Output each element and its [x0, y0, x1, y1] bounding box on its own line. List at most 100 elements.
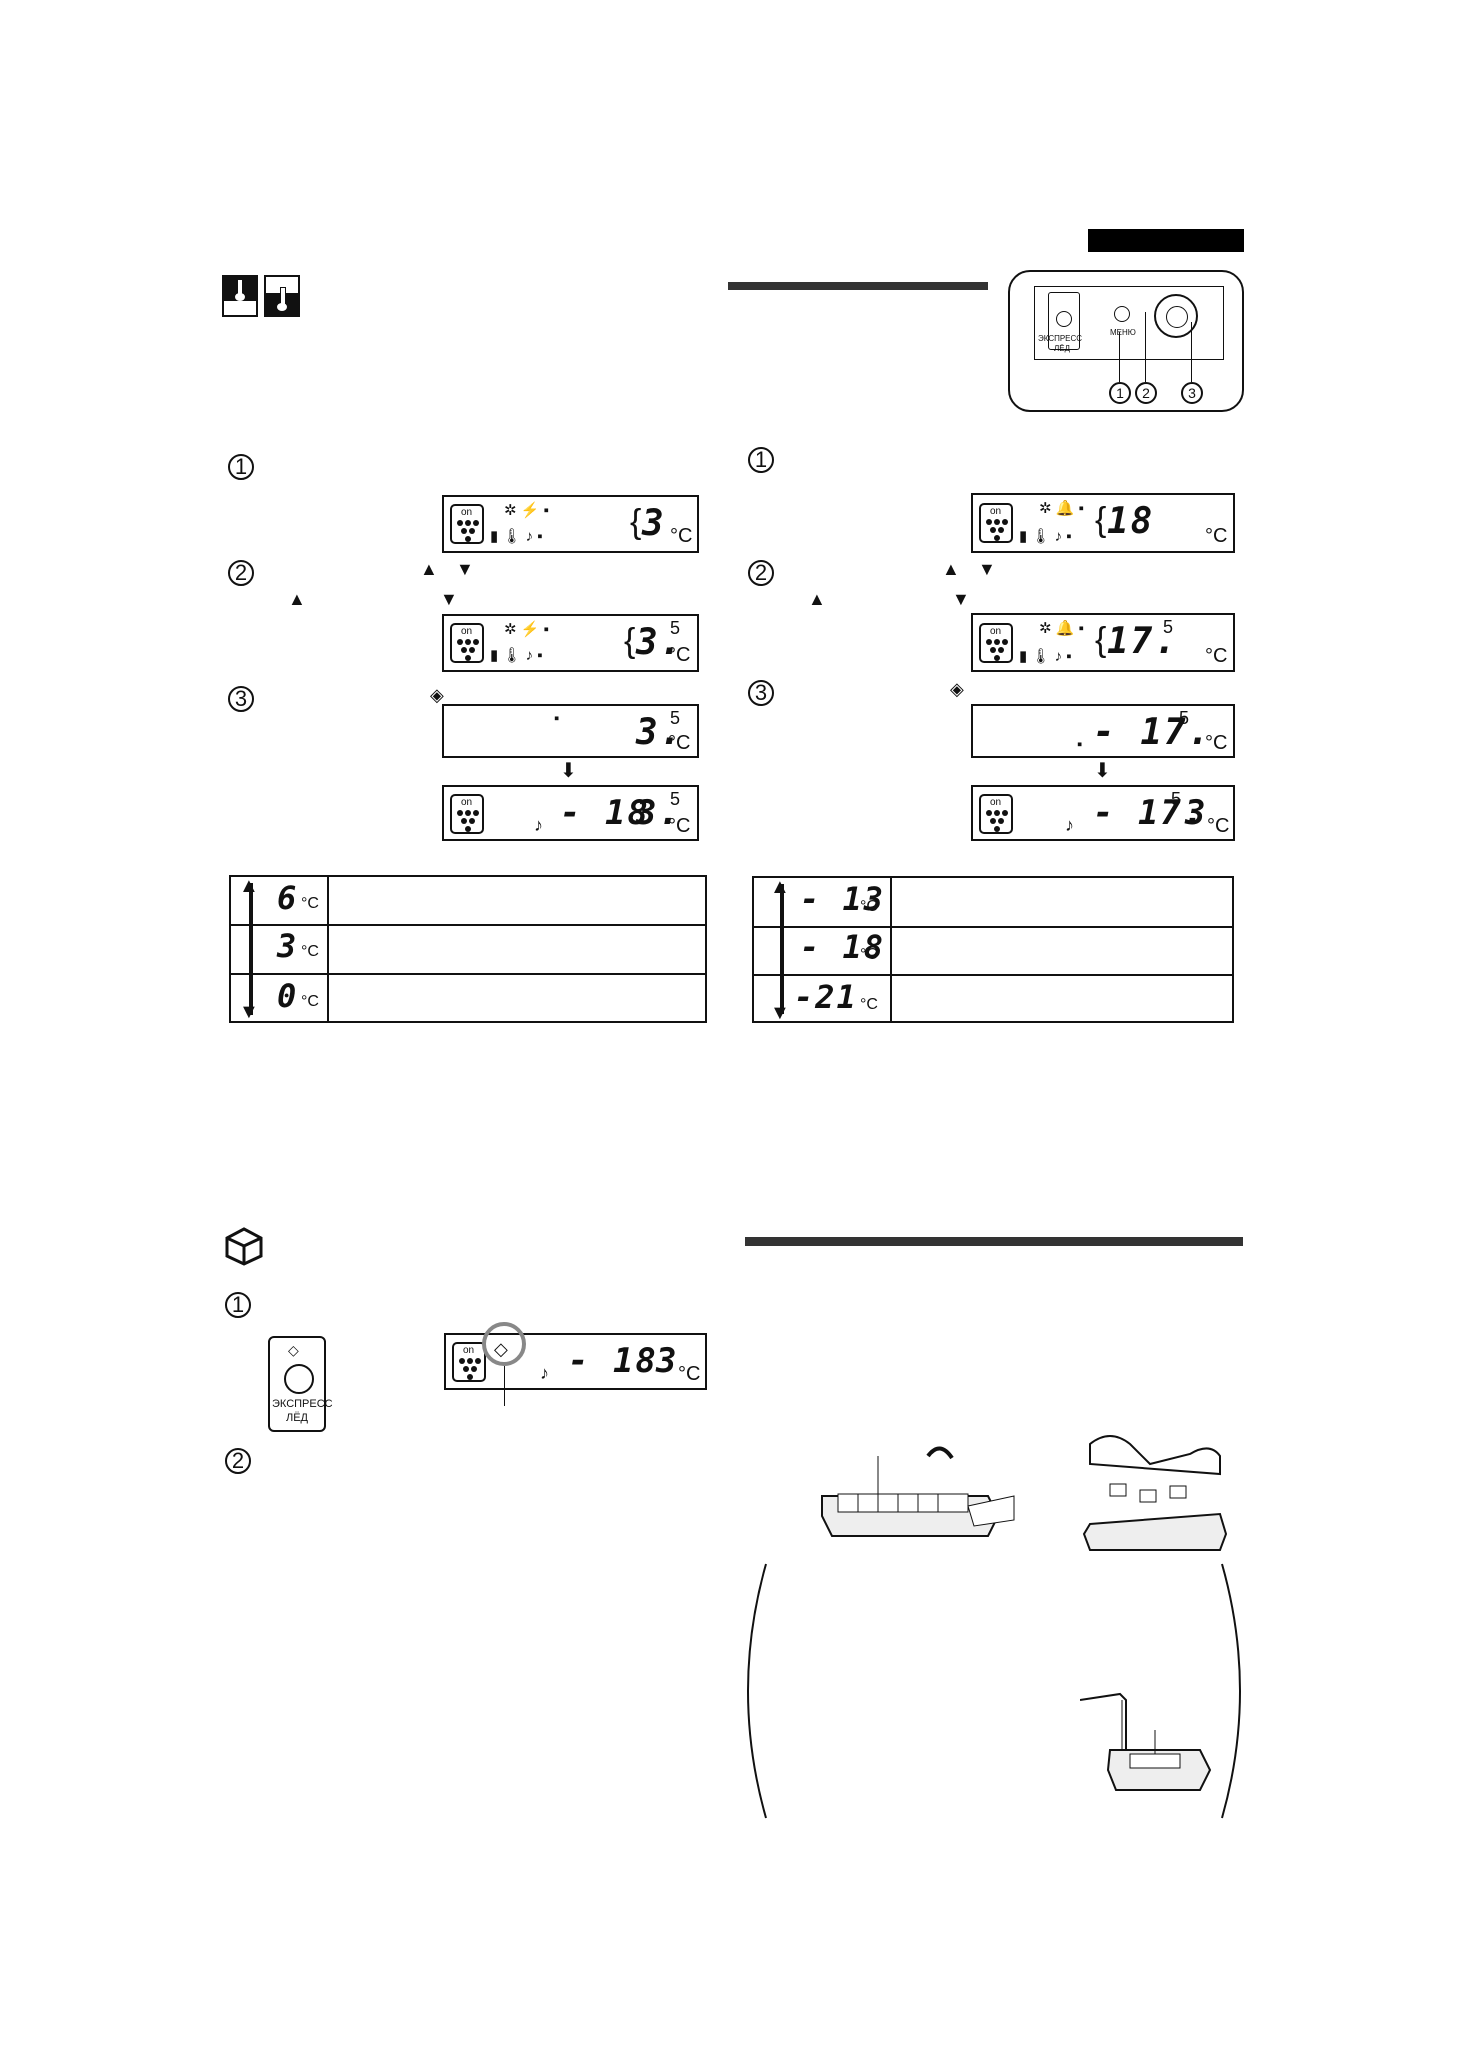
- table-unit: °C: [301, 895, 319, 912]
- table-value: - 18: [800, 928, 886, 966]
- fridge-lcd-4: on ♪ - 18 3. 5 °C: [442, 785, 699, 841]
- up-arrow-icon: ▲: [288, 589, 306, 609]
- flash-mark: {: [1095, 501, 1107, 539]
- fridge-step-1: 1: [228, 454, 254, 480]
- enter-icon: ◈: [430, 685, 444, 705]
- express-ice-button[interactable]: [1048, 292, 1080, 350]
- table-value: 6: [277, 879, 299, 917]
- freezer-temperature-table: ▲ ▼ - 13 °C - 18 °C -21 °C: [752, 876, 1234, 1024]
- ice-step-2: 2: [225, 1448, 251, 1474]
- express-ice-button[interactable]: ◇ ЭКСПРЕСС ЛЁД: [268, 1336, 333, 1432]
- status-icons: ✲ 🔔 ▪: [1039, 620, 1084, 637]
- header-tab: [1088, 229, 1244, 252]
- callout-1: 1: [1109, 382, 1131, 404]
- table-value: - 13: [800, 880, 886, 918]
- control-panel-inner: [1034, 286, 1224, 360]
- menu-label: МЕНЮ: [1110, 328, 1136, 337]
- status-icons-lower: ▮ 🌡 ♪ ▪: [1019, 648, 1072, 665]
- flash-mark: {: [624, 622, 636, 660]
- status-icons: ✲ 🔔 ▪: [1039, 500, 1084, 517]
- table-value: -21: [794, 978, 858, 1016]
- menu-button[interactable]: [1114, 306, 1130, 322]
- dial-button[interactable]: [1154, 294, 1198, 338]
- ice-cube-icon: ◇: [288, 1342, 299, 1358]
- fraction: 5: [1163, 617, 1174, 637]
- table-unit: °C: [860, 946, 878, 963]
- fridge-value: 3: [656, 1341, 679, 1381]
- fraction: 5: [1171, 789, 1182, 809]
- music-icon: ♪: [534, 815, 543, 835]
- ice-removal-illustration: [1070, 1424, 1230, 1554]
- express-ice-lcd: on ◇ ♪ - 18 3 °C: [444, 1333, 707, 1390]
- fridge-lcd-2: on ✲ ⚡ ▪ ▮ 🌡 ♪ ▪ { 3. 5 °C: [442, 614, 699, 672]
- fraction: 5: [670, 789, 681, 809]
- freezer-value: 18: [1107, 501, 1155, 542]
- status-icons-lower: ▮ 🌡 ♪ ▪: [490, 647, 543, 664]
- status-icons-lower: ▮ 🌡 ♪ ▪: [1019, 528, 1072, 545]
- control-panel: ЭКСПРЕСС ЛЁД МЕНЮ 1 2 3: [1008, 270, 1244, 412]
- highlight-circle: [482, 1322, 526, 1366]
- grape-icon: on: [450, 794, 484, 834]
- next-arrow-icon: ⬇: [1094, 760, 1111, 782]
- unit: °C: [1205, 525, 1228, 547]
- grape-icon: on: [452, 1342, 486, 1382]
- unit: °C: [678, 1363, 701, 1385]
- fridge-value: 3.: [636, 622, 684, 663]
- table-unit: °C: [301, 943, 319, 960]
- freezer-value: - 18: [560, 793, 650, 833]
- up-arrow-icon: ▲: [420, 559, 438, 579]
- fraction: 5: [670, 618, 681, 638]
- fridge-temperature-table: ▲ ▼ 6 °C 3 °C 0 °C: [229, 875, 707, 1023]
- ice-step-1: 1: [225, 1292, 251, 1318]
- grape-icon: on: [450, 504, 484, 544]
- freezer-lcd-4: on ♪ - 17. 5 3 °C: [971, 785, 1235, 841]
- unit: °C: [668, 644, 691, 666]
- fridge-value: 3.: [636, 793, 681, 833]
- music-icon: ♪: [540, 1363, 549, 1383]
- status-icons: ✲ ⚡ ▪: [504, 621, 549, 638]
- fridge-lcd-3: ▪ 3. 5 °C: [442, 704, 699, 758]
- freezer-temp-icon: [264, 275, 300, 317]
- fridge-value: 3: [1185, 793, 1208, 833]
- table-unit: °C: [860, 996, 878, 1013]
- grape-icon: on: [979, 794, 1013, 834]
- down-arrow-icon: ▼: [456, 559, 474, 579]
- bracket-right: [1218, 1560, 1248, 1822]
- fridge-indicator-icon: ▪: [554, 710, 560, 727]
- freezer-step-3: 3: [748, 680, 774, 706]
- table-unit: °C: [301, 993, 319, 1010]
- grape-icon: on: [979, 623, 1013, 663]
- fraction: 5: [1179, 708, 1190, 728]
- callout-3: 3: [1181, 382, 1203, 404]
- callout-line: [504, 1366, 505, 1406]
- freezer-value: - 17.: [1093, 793, 1206, 833]
- unit: °C: [668, 815, 691, 837]
- status-icons: ✲ ⚡ ▪: [504, 502, 549, 519]
- unit: °C: [670, 525, 693, 547]
- section-bar-ice: [745, 1237, 1243, 1246]
- fridge-value: 3.: [636, 712, 684, 753]
- up-arrow-icon: ▲: [942, 559, 960, 579]
- fraction: 5: [670, 708, 681, 728]
- music-icon: ♪: [1065, 815, 1074, 835]
- table-value: 0: [277, 977, 299, 1015]
- unit: °C: [1205, 645, 1228, 667]
- ice-cube-icon: [224, 1226, 264, 1266]
- range-arrow-icon: [780, 884, 784, 1014]
- unit: °C: [1205, 732, 1228, 754]
- freezer-value: - 18: [568, 1341, 658, 1381]
- down-arrow-icon: ▼: [978, 559, 996, 579]
- freezer-step-2: 2: [748, 560, 774, 586]
- grape-icon: on: [450, 623, 484, 663]
- flash-mark: {: [1095, 621, 1107, 659]
- freezer-lcd-3: ▪ - 17. 5 °C: [971, 704, 1235, 758]
- unit: °C: [668, 732, 691, 754]
- table-unit: °C: [860, 898, 878, 915]
- section-bar-freezer: [728, 282, 988, 290]
- water-fill-illustration: [1079, 1690, 1220, 1800]
- enter-icon: ◈: [950, 679, 964, 699]
- fridge-lcd-1: on ✲ ⚡ ▪ ▮ 🌡 ♪ ▪ { 3 °C: [442, 495, 699, 553]
- express-label-2: ЛЁД: [1054, 344, 1071, 353]
- freezer-indicator-icon: ▪: [1077, 736, 1083, 753]
- next-arrow-icon: ⬇: [560, 760, 577, 782]
